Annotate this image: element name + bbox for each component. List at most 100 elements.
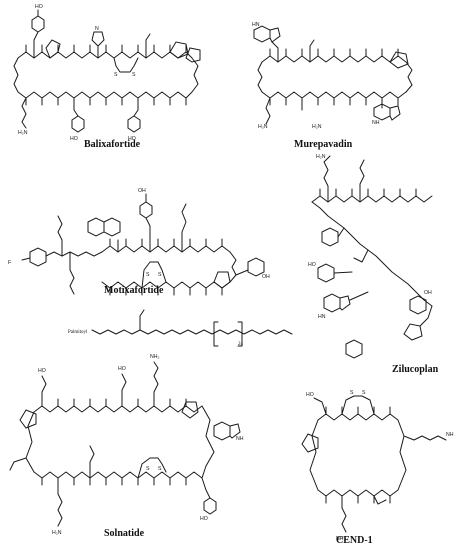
- svg-text:S: S: [146, 272, 150, 278]
- svg-text:HO: HO: [128, 136, 136, 142]
- solnatide-glu-chain: [41, 375, 47, 407]
- murepavadin-structure: [253, 25, 413, 125]
- murepavadin-indole-pyrrole: [269, 27, 281, 43]
- balixafortide-side-chain: [33, 31, 39, 59]
- svg-text:NH₂: NH₂: [336, 536, 346, 542]
- svg-text:NH: NH: [446, 432, 454, 438]
- balixafortide-left-link: [13, 57, 19, 93]
- motixafortide-fluorophenyl-ring: [29, 247, 47, 267]
- svg-text:H₂N: H₂N: [258, 124, 268, 130]
- svg-text:HO: HO: [200, 516, 208, 522]
- zilucoplan-indole-pyrrole: [339, 295, 351, 311]
- zilucoplan-lower-backbone: [419, 305, 433, 327]
- balixafortide-backbone-bottom: [17, 91, 193, 99]
- balixafortide-tyrosine-chain2: [133, 97, 139, 117]
- cend1-right-link: [397, 419, 407, 491]
- svg-text:N: N: [95, 26, 99, 32]
- svg-text:HN: HN: [318, 314, 326, 320]
- zilucoplan-tyr-ring: [317, 263, 335, 283]
- svg-text:HN: HN: [252, 22, 260, 28]
- zilucoplan-trp-link: [349, 291, 369, 301]
- zilucoplan-proline-ring: [403, 323, 423, 341]
- motixafortide-label: Motixafortide: [104, 285, 164, 296]
- cend1-asp-chain: [313, 397, 327, 415]
- zilucoplan-cyclohexyl-ring: [345, 339, 363, 359]
- svg-text:S: S: [158, 272, 162, 278]
- solnatide-proline-ring: [19, 409, 37, 429]
- zilucoplan-tyr-ring-right: [409, 295, 427, 315]
- svg-text:HO: HO: [70, 136, 78, 142]
- zilucoplan-arg-chain: [323, 155, 331, 203]
- motixafortide-tyr-chain: [145, 217, 151, 253]
- balixafortide-right-link: [191, 57, 199, 93]
- balixafortide-serine-chain: [145, 33, 151, 59]
- zilucoplan-prefix: Palmitoyl: [68, 330, 88, 335]
- cend1-glu-chain: [373, 495, 387, 505]
- balixafortide-carbonyls-bottom: [25, 97, 187, 106]
- svg-text:NH: NH: [236, 436, 244, 442]
- balixafortide-disulfide-bridge: [113, 57, 139, 73]
- svg-text:HO: HO: [306, 392, 314, 398]
- cend1-lys-chain: [341, 495, 347, 533]
- balixafortide-backbone-top: [17, 51, 193, 59]
- svg-text:NH₂: NH₂: [150, 354, 160, 360]
- motixafortide-fluoro-bond: [21, 257, 31, 261]
- solnatide-lys-chain: [153, 361, 159, 407]
- solnatide-structure: [9, 361, 241, 527]
- cend1-disulfide-bridge: [341, 395, 375, 415]
- solnatide-glu-chain2: [121, 373, 127, 407]
- motixafortide-top-chains: [181, 203, 187, 253]
- motixafortide-proline-ring: [213, 271, 231, 289]
- murepavadin-carbonyls: [269, 48, 399, 106]
- svg-text:HO: HO: [35, 4, 43, 10]
- svg-text:S: S: [158, 466, 162, 472]
- motixafortide-phenyl-ring: [139, 201, 153, 219]
- svg-text:OH: OH: [424, 290, 432, 296]
- motixafortide-structure: [21, 193, 265, 296]
- motixafortide-backbone-top: [101, 245, 231, 253]
- svg-text:OH: OH: [262, 274, 270, 280]
- solnatide-asp-chain: [9, 457, 27, 471]
- motixafortide-phenyl-ring-right: [247, 257, 265, 277]
- svg-text:S: S: [350, 390, 354, 396]
- murepavadin-proline-ring: [389, 51, 409, 69]
- solnatide-indole-benzene: [213, 421, 231, 441]
- balixafortide-imidazole-ring: [91, 31, 105, 47]
- cend1-proline-ring: [301, 433, 319, 453]
- cend1-left-link: [309, 419, 319, 491]
- svg-text:HO: HO: [118, 366, 126, 372]
- zilucoplan-glu-chain: [139, 309, 145, 331]
- murepavadin-right-link: [405, 61, 413, 93]
- zilucoplan-bracket-left: [213, 321, 219, 347]
- solnatide-phenyl-ring: [203, 497, 217, 515]
- svg-text:S: S: [132, 72, 136, 78]
- solnatide-proline-ring-right: [181, 401, 199, 419]
- cend1-arg-chain: [403, 435, 447, 441]
- balixafortide-lysine-chain: [21, 97, 27, 129]
- cend1-label: CEND-1: [336, 535, 373, 546]
- svg-text:S: S: [146, 466, 150, 472]
- zilucoplan-structure: [91, 155, 433, 359]
- murepavadin-lysine-chains: [265, 97, 271, 125]
- motixafortide-arg-chain: [57, 215, 63, 257]
- solnatide-arg-chain: [57, 477, 63, 527]
- murepavadin-side-chains-top: [309, 39, 315, 63]
- cend1-backbone-top: [317, 413, 399, 421]
- motixafortide-naphthyl-ring2: [87, 217, 105, 237]
- motixafortide-disulfide-bridge: [141, 261, 167, 289]
- motixafortide-bottom-arms: [69, 251, 75, 295]
- murepavadin-trp-chain: [271, 41, 279, 63]
- solnatide-backbone-top: [33, 405, 203, 413]
- zilucoplan-indole-benzene: [323, 293, 341, 313]
- solnatide-backbone-bottom: [33, 471, 203, 479]
- balixafortide-proline-ring: [45, 39, 61, 59]
- balixafortide-proline-ring-right: [169, 41, 189, 59]
- murepavadin-indole-pyrrole2: [389, 105, 401, 121]
- motixafortide-right-link: [229, 251, 237, 283]
- balixafortide-phenyl-ring3: [127, 115, 141, 133]
- murepavadin-indole-benzene: [253, 25, 271, 43]
- atom-labels: HO N S S H₂N HO HO HN NH H₂N H₂N F OH OH…: [8, 4, 454, 542]
- murepavadin-backbone-top: [261, 55, 407, 63]
